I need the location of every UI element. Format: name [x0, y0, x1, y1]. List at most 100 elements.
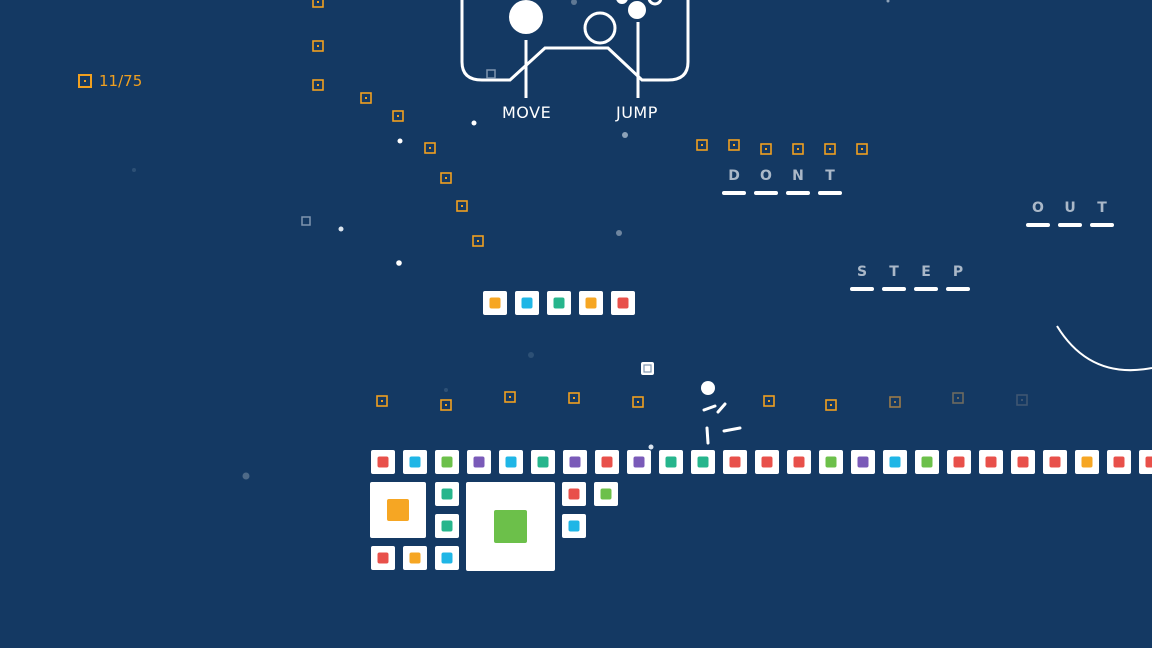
- word-step: S T E P: [846, 264, 974, 291]
- gamepad-outline-icon: [460, 0, 690, 98]
- coin-icon: [376, 395, 388, 407]
- letter-t: T: [814, 168, 846, 195]
- coin-icon: [696, 139, 708, 151]
- tile-block: [563, 450, 587, 474]
- tile-block: [1075, 450, 1099, 474]
- stick-figure-player: [701, 381, 742, 445]
- tile-block: [531, 450, 555, 474]
- tile-block: [371, 546, 395, 570]
- tile-block: [755, 450, 779, 474]
- letter-n: N: [782, 168, 814, 195]
- tile-block: [595, 450, 619, 474]
- tile-block: [1043, 450, 1067, 474]
- tile-block: [579, 291, 603, 315]
- tile-block: [851, 450, 875, 474]
- coin-icon: [952, 392, 964, 404]
- tile-block: [370, 482, 426, 538]
- jump-label: JUMP: [616, 103, 658, 122]
- faded-box-icon: [301, 216, 311, 226]
- tile-block: [915, 450, 939, 474]
- coin-icon: [504, 391, 516, 403]
- coin-icon: [568, 392, 580, 404]
- tile-block: [1107, 450, 1131, 474]
- coin-icon: [824, 143, 836, 155]
- tile-block: [627, 450, 651, 474]
- tile-block: [979, 450, 1003, 474]
- tile-block: [691, 450, 715, 474]
- coin-icon: [632, 396, 644, 408]
- letter-t: T: [1086, 200, 1118, 227]
- particle: [132, 168, 136, 172]
- move-label: MOVE: [502, 103, 552, 122]
- particle: [397, 138, 403, 144]
- tile-block: [435, 546, 459, 570]
- tile-block: [819, 450, 843, 474]
- tile-block: [594, 482, 618, 506]
- tile-block: [562, 482, 586, 506]
- coin-icon: [889, 396, 901, 408]
- coin-icon: [360, 92, 372, 104]
- tile-block: [435, 482, 459, 506]
- particle: [338, 226, 344, 232]
- word-out: O U T: [1022, 200, 1118, 227]
- letter-t: T: [878, 264, 910, 291]
- coin-icon: [1016, 394, 1028, 406]
- letter-o: O: [1022, 200, 1054, 227]
- particle: [886, 0, 890, 3]
- bonus-box-icon: [641, 362, 654, 375]
- letter-p: P: [942, 264, 974, 291]
- coin-icon: [792, 143, 804, 155]
- coin-icon: [312, 40, 324, 52]
- background-particles: [132, 0, 890, 480]
- tile-block: [883, 450, 907, 474]
- tile-block: [435, 514, 459, 538]
- particle: [471, 120, 477, 126]
- coins-separator: /: [118, 72, 124, 90]
- coin-trail: [312, 0, 1028, 411]
- coin-icon: [312, 79, 324, 91]
- particle: [648, 444, 654, 450]
- particle: [616, 230, 622, 236]
- particle: [571, 0, 577, 5]
- letter-e: E: [910, 264, 942, 291]
- particle: [528, 352, 534, 358]
- word-dont: D O N T: [718, 168, 846, 195]
- particle: [444, 388, 448, 392]
- tile-block: [659, 450, 683, 474]
- coin-icon: [763, 395, 775, 407]
- tile-block: [371, 450, 395, 474]
- coin-icon: [440, 399, 452, 411]
- curved-ramp-line: [1056, 325, 1152, 372]
- coins-total: 75: [123, 72, 143, 90]
- coin-icon: [392, 110, 404, 122]
- coin-counter: 11/75: [78, 72, 142, 90]
- tile-block: [562, 514, 586, 538]
- coin-icon: [312, 0, 324, 8]
- tile-block: [403, 450, 427, 474]
- tile-block: [547, 291, 571, 315]
- coin-icon: [856, 143, 868, 155]
- particle: [622, 132, 628, 138]
- coins-collected: 11: [99, 72, 119, 90]
- tile-block: [515, 291, 539, 315]
- tile-block: [1011, 450, 1035, 474]
- letter-d: D: [718, 168, 750, 195]
- tile-block: [467, 450, 491, 474]
- coin-icon: [78, 74, 92, 88]
- tile-block: [435, 450, 459, 474]
- tile-block: [403, 546, 427, 570]
- particle: [242, 472, 250, 480]
- coin-icon: [825, 399, 837, 411]
- tile-platforms: [370, 291, 1152, 571]
- letter-s: S: [846, 264, 878, 291]
- letter-u: U: [1054, 200, 1086, 227]
- coin-icon: [424, 142, 436, 154]
- tile-block: [947, 450, 971, 474]
- coin-icon: [456, 200, 468, 212]
- coin-icon: [728, 139, 740, 151]
- tile-block: [499, 450, 523, 474]
- tile-block: [1139, 450, 1152, 474]
- tile-block: [483, 291, 507, 315]
- coin-icon: [472, 235, 484, 247]
